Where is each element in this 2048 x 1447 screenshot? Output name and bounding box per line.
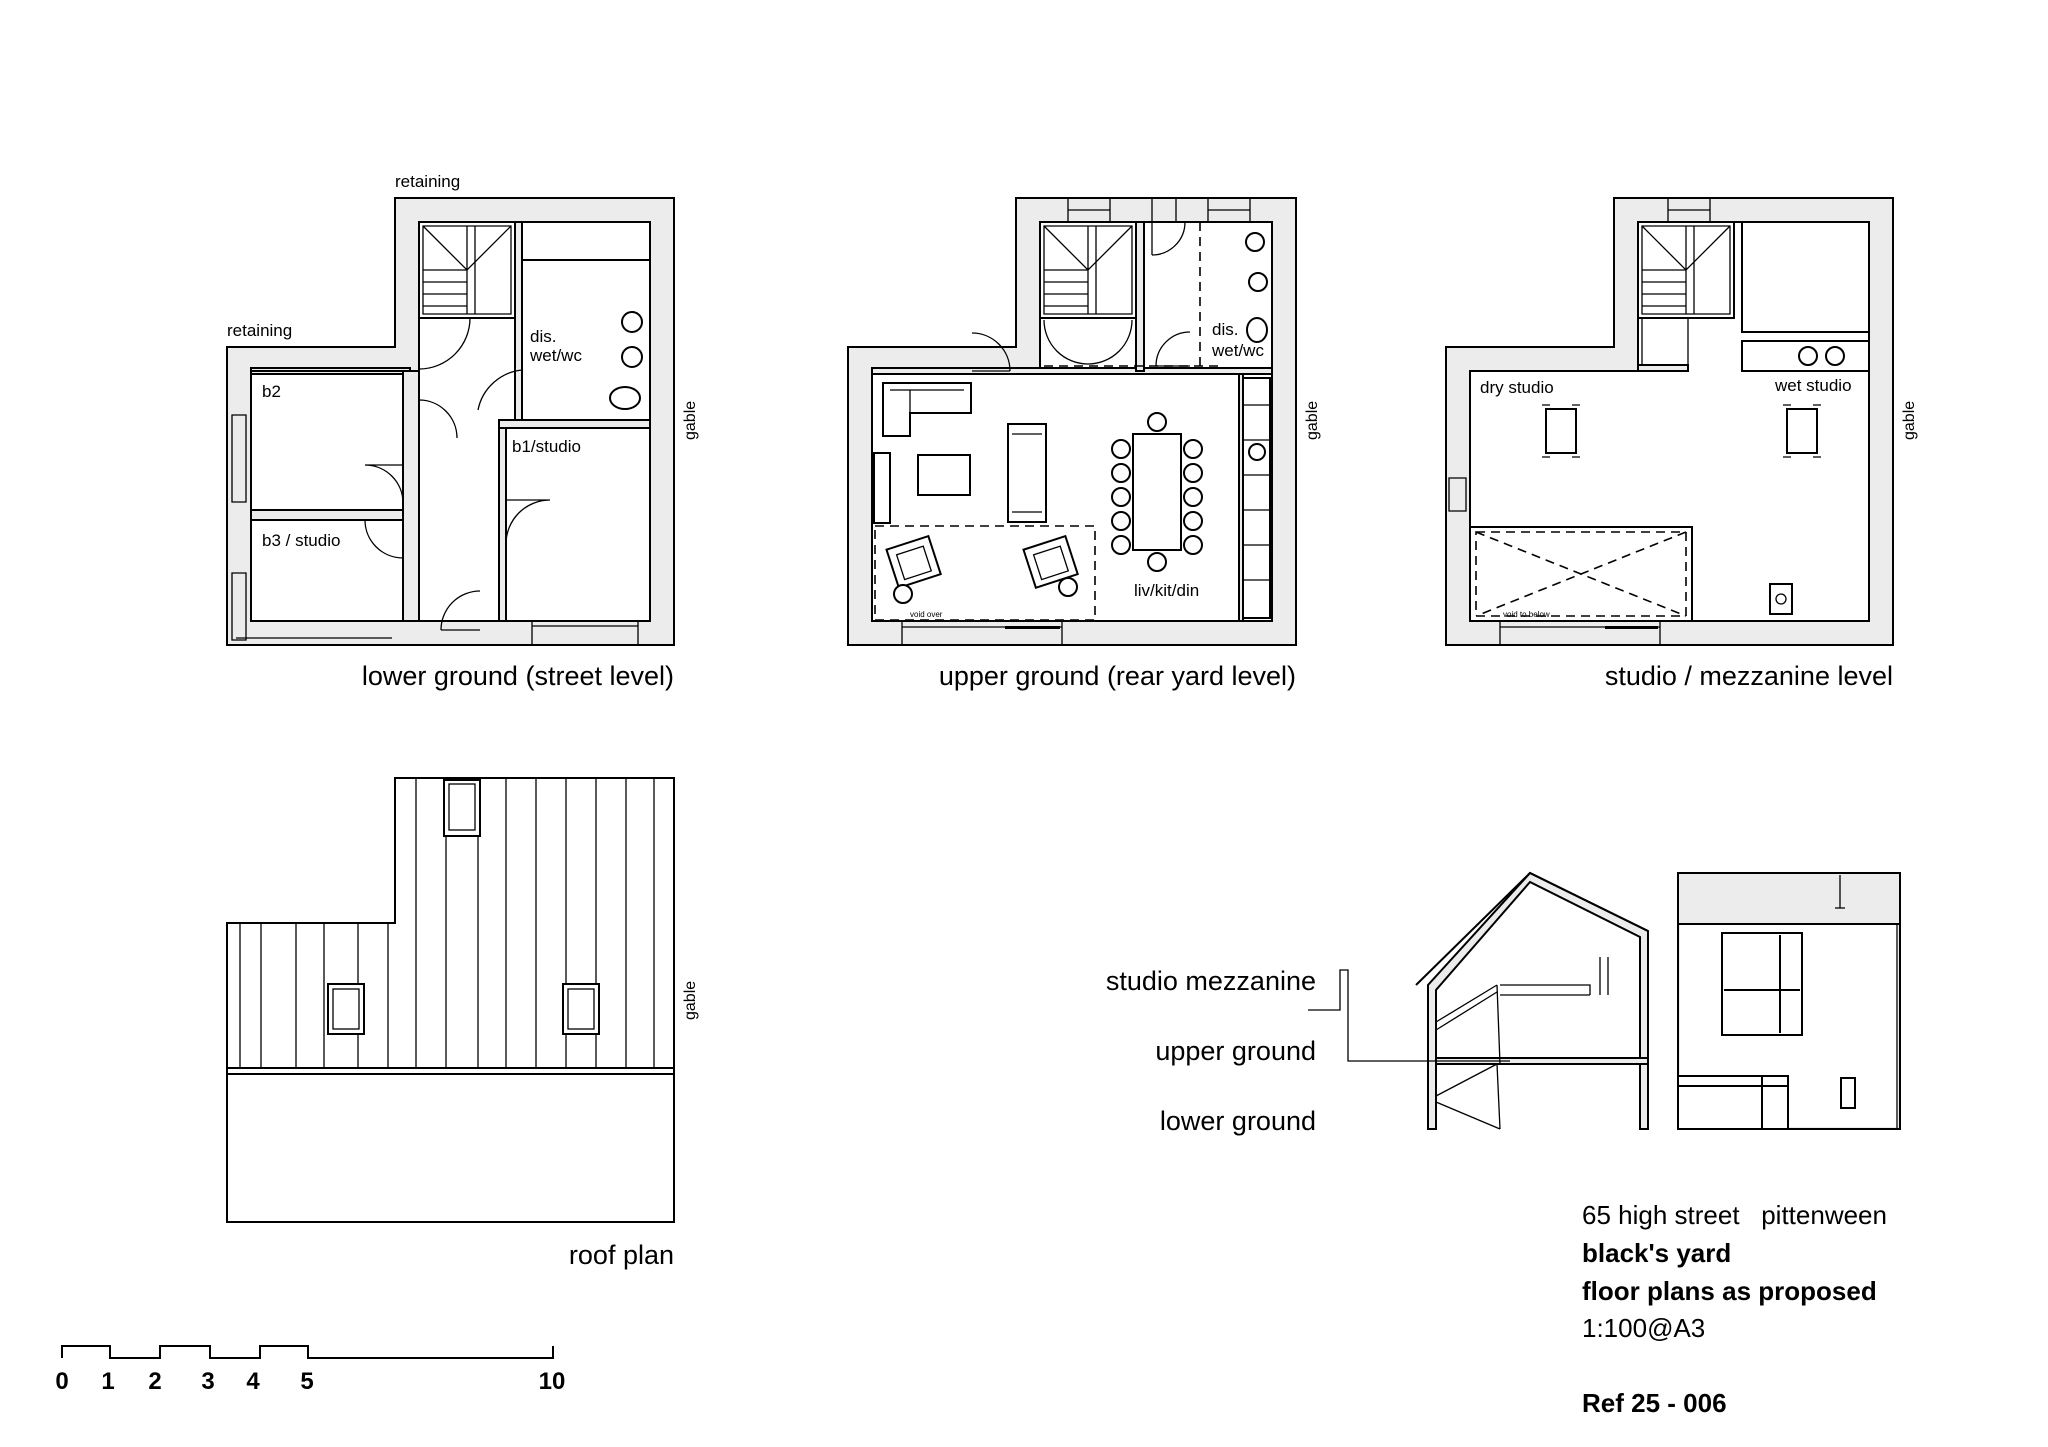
room-living: liv/kit/din (1134, 581, 1199, 600)
note-retaining-left: retaining (227, 321, 292, 340)
plan-caption: upper ground (rear yard level) (939, 661, 1296, 691)
plan-caption: studio / mezzanine level (1605, 661, 1893, 691)
note-void: void over (910, 610, 943, 619)
mezzanine-plan: dry studio wet studio void to below gabl… (1445, 197, 1918, 691)
room-wc-line1: dis. (530, 327, 556, 346)
note-gable: gable (1304, 401, 1321, 440)
scale-label-5: 5 (300, 1368, 313, 1395)
note-gable: gable (1901, 401, 1918, 440)
level-label-0: studio mezzanine (1106, 966, 1316, 996)
room-b1: b1/studio (512, 437, 581, 456)
room-dry: dry studio (1480, 378, 1554, 397)
room-wet: wet studio (1774, 376, 1852, 395)
level-label-1: upper ground (1155, 1036, 1316, 1066)
title-project: black's yard (1582, 1238, 1731, 1268)
note-gable: gable (682, 981, 699, 1020)
scale-label-0: 0 (55, 1368, 68, 1395)
scale-bar: 0 1 2 3 4 5 10 (55, 1345, 566, 1395)
section-drawing: studio mezzanine upper ground lower grou… (1106, 871, 1901, 1136)
title-drawing: floor plans as proposed (1582, 1276, 1877, 1306)
title-address: 65 high street pittenween (1582, 1200, 1887, 1230)
room-wc-line2: wet/wc (1211, 341, 1264, 360)
room-b3: b3 / studio (262, 531, 340, 550)
plan-caption: lower ground (street level) (362, 661, 674, 691)
lower-ground-plan: retaining retaining gable b2 b3 / studio… (226, 172, 699, 691)
note-retaining-top: retaining (395, 172, 460, 191)
room-b2: b2 (262, 382, 281, 401)
roof-plan: gable roof plan (226, 777, 699, 1270)
room-wc-line2: wet/wc (529, 346, 582, 365)
title-block: 65 high street pittenween black's yard f… (1582, 1200, 1887, 1418)
title-ref: Ref 25 - 006 (1582, 1388, 1727, 1418)
room-wc-line1: dis. (1212, 320, 1238, 339)
plan-caption: roof plan (569, 1240, 674, 1270)
scale-label-1: 1 (101, 1368, 114, 1395)
scale-label-10: 10 (539, 1368, 566, 1395)
title-scale: 1:100@A3 (1582, 1313, 1705, 1343)
scale-label-2: 2 (148, 1368, 161, 1395)
upper-ground-plan: dis. wet/wc liv/kit/din void over gable … (847, 197, 1321, 691)
note-void: void to below (1503, 610, 1550, 619)
note-gable: gable (682, 401, 699, 440)
scale-label-4: 4 (246, 1368, 260, 1395)
scale-label-3: 3 (201, 1368, 214, 1395)
level-label-2: lower ground (1160, 1106, 1316, 1136)
